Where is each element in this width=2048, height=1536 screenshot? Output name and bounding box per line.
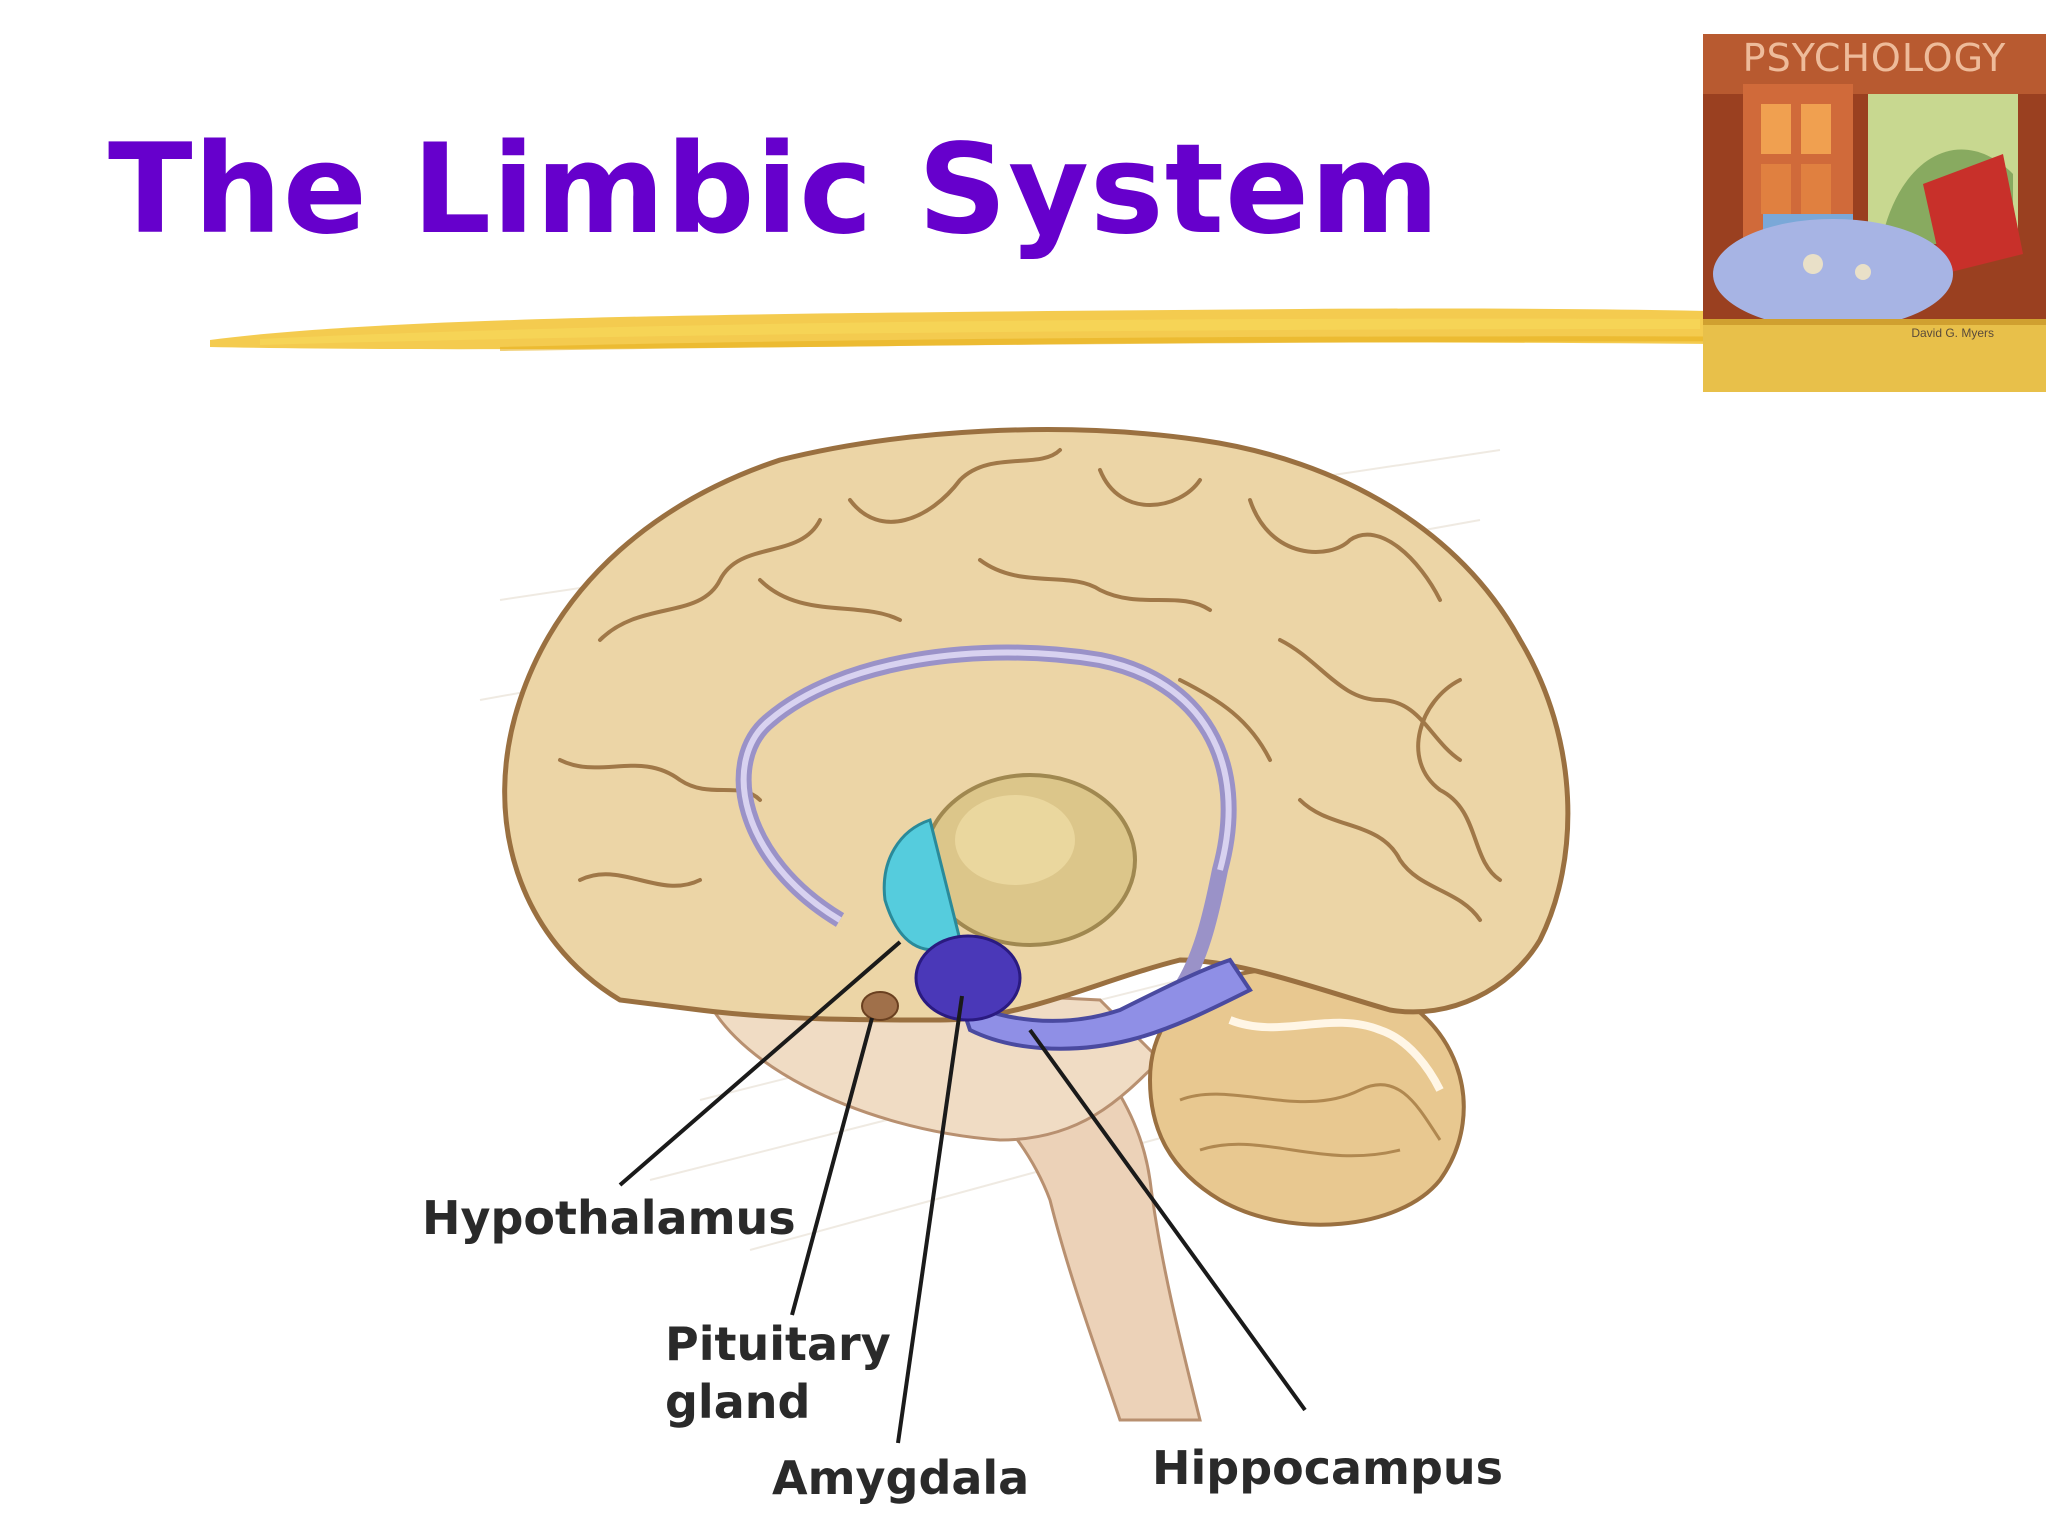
cerebellum <box>1147 966 1466 1227</box>
label-pituitary-gland: Pituitary gland <box>665 1316 891 1431</box>
hippocampus-structure <box>956 957 1253 1051</box>
book-cover: PSYCHOLOGY David G. Myers <box>1703 34 2046 392</box>
amygdala-leader <box>896 995 964 1444</box>
painting-illustration <box>1703 34 2046 392</box>
brain-sagittal-diagram <box>479 427 1571 1444</box>
thalamus-highlight <box>955 795 1075 885</box>
label-hypothalamus: Hypothalamus <box>422 1191 796 1245</box>
corpus-callosum-highlight <box>740 649 1232 923</box>
hippocampus-leader <box>1028 1028 1307 1412</box>
leader-lines <box>618 940 1307 1444</box>
book-author: David G. Myers <box>1911 326 1994 340</box>
cerebrum <box>502 427 1571 1023</box>
label-hippocampus: Hippocampus <box>1152 1441 1504 1495</box>
hypothalamus-leader <box>618 940 902 1187</box>
label-pituitary-line2: gland <box>665 1374 811 1429</box>
slide-title: The Limbic System <box>108 118 1441 262</box>
yellow-brush-stroke <box>210 308 2046 351</box>
label-pituitary-line1: Pituitary <box>665 1317 891 1371</box>
pituitary-leader <box>790 1017 874 1316</box>
cortex-folds <box>558 448 1502 922</box>
pituitary-structure <box>861 991 899 1021</box>
book-title: PSYCHOLOGY <box>1742 36 2007 80</box>
amygdala-structure <box>914 934 1022 1022</box>
label-amygdala: Amygdala <box>772 1451 1030 1505</box>
hypothalamus-region <box>882 818 962 951</box>
